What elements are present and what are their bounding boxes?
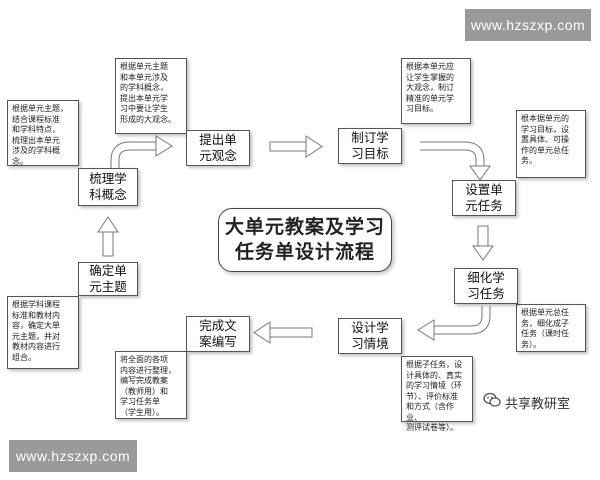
diagram-title: 大单元教案及学习 任务单设计流程	[218, 208, 392, 272]
arrow-s3-to-s4	[269, 135, 323, 158]
note-refine-tasks: 根据单元总任 务，细化成子 任务（课时任 务）。	[516, 304, 586, 352]
brand-text: 共享教研室	[505, 396, 571, 412]
step-determine-theme: 确定单 元主题	[78, 262, 138, 296]
note-design-situation: 根据子任务，设 计具体的、真实 的学习情境（环 节）、评价标准 和方式（含作业、…	[401, 356, 473, 432]
note-propose-view: 根据单元主题 和本单元涉及 的学科概念， 提出本单元学 习中要让学生 形成的大观…	[115, 58, 187, 134]
step-set-goals: 制订学 习目标	[338, 128, 402, 164]
note-sort-concepts: 根据单元主题， 结合课程标准 和学科特点， 梳理出本单元 涉及的学科概念。	[7, 100, 79, 166]
step-refine-tasks: 细化学 习任务	[454, 268, 518, 304]
watermark-bottom: www.hzszxp.com	[9, 440, 137, 472]
note-set-tasks: 根本据单元的 学习目标，设 置具体、可操 作的单元总任 务。	[516, 110, 586, 178]
watermark-top: www.hzszxp.com	[465, 9, 591, 41]
step-complete-document: 完成文 案编写	[186, 316, 250, 352]
arrow-s6-to-s7	[417, 306, 491, 341]
arrow-s1-to-s2	[97, 216, 119, 257]
note-complete-document: 将全面的各项 内容进行整理， 编写完成教案 （教师用）和 学习任务单 （学生用）…	[115, 351, 187, 419]
arrow-s5-to-s6	[472, 225, 494, 261]
step-sort-concepts: 梳理学 科概念	[78, 168, 138, 206]
brand-mark: 共享教研室	[483, 392, 570, 412]
arrow-s2-to-s3	[110, 135, 173, 172]
arrow-s4-to-s5	[420, 141, 491, 181]
arrow-s7-to-s8	[253, 321, 313, 344]
note-set-goals: 根据本单元应 让学生掌握的 大观念，制订 精准的单元学 习目标。	[401, 58, 471, 124]
step-set-tasks: 设置单 元任务	[452, 180, 516, 216]
wechat-icon	[483, 392, 501, 412]
step-propose-view: 提出单 元观念	[186, 130, 250, 166]
note-determine-theme: 根据学科课程 标准和教材内 容，确定大单 元主题，并对 教材内容进行 组合。	[7, 296, 79, 369]
step-design-situation: 设计学 习情境	[338, 318, 402, 354]
